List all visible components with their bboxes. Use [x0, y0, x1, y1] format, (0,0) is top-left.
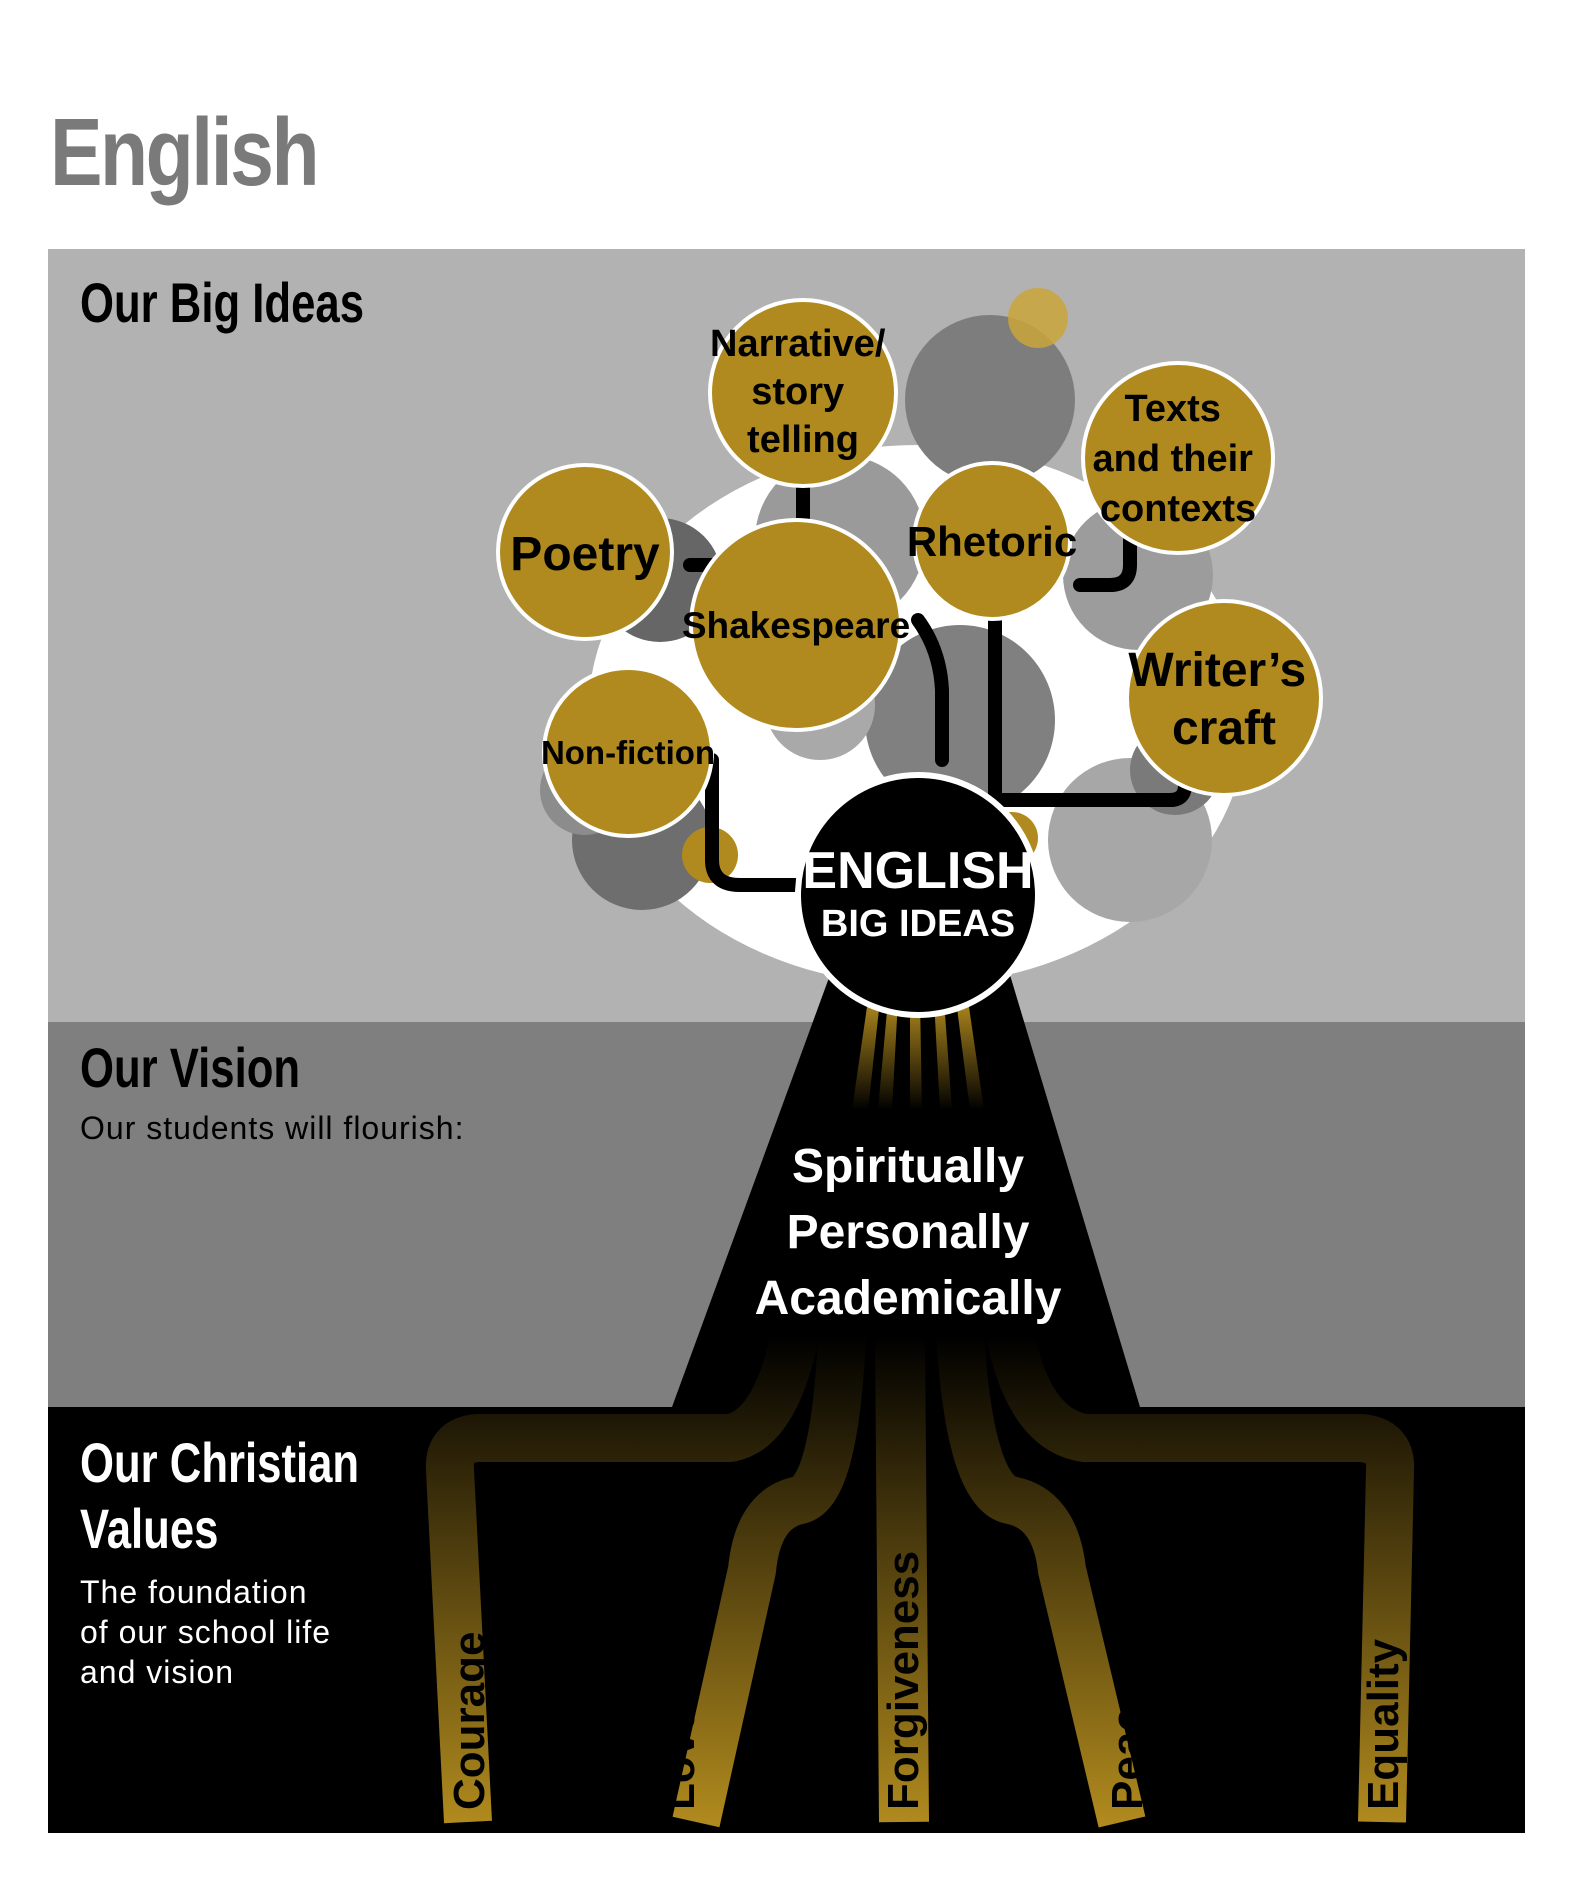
center-circle: [795, 772, 1041, 1018]
idea-label-narrative: Narrative/ story telling: [710, 323, 896, 461]
values-subtitle-line2: of our school life: [80, 1614, 332, 1650]
center-label-line2: BIG IDEAS: [821, 903, 1015, 945]
idea-circle-poetry: [496, 463, 674, 641]
idea-label-shakespeare: Shakespeare: [682, 605, 910, 646]
idea-label-poetry: Poetry: [510, 528, 660, 581]
vision-word-academically: Academically: [755, 1272, 1062, 1325]
big-idea-circles: [496, 298, 1323, 838]
values-subtitle-line1: The foundation: [80, 1574, 308, 1610]
idea-label-texts: Texts and their contexts: [1092, 388, 1263, 530]
value-label-peace: Peace: [1103, 1683, 1152, 1810]
center-label-line1: ENGLISH: [802, 842, 1033, 900]
idea-label-rhetoric: Rhetoric: [907, 518, 1077, 565]
value-label-love: Love: [655, 1707, 704, 1810]
idea-circle-narrative: [708, 298, 898, 488]
values-subtitle-line3: and vision: [80, 1654, 235, 1690]
vision-word-spiritually: Spiritually: [792, 1140, 1024, 1193]
vision-word-personally: Personally: [787, 1206, 1030, 1259]
value-label-courage: Courage: [445, 1632, 494, 1810]
vision-heading: Our Vision: [80, 1036, 301, 1099]
value-label-equality: Equality: [1359, 1638, 1408, 1810]
vision-subtitle: Our students will flourish:: [80, 1110, 465, 1146]
idea-circle-non-fiction: [542, 666, 714, 838]
idea-circle-writers-craft: [1125, 599, 1323, 797]
value-label-forgiveness: Forgiveness: [879, 1551, 928, 1810]
idea-circle-texts: [1081, 361, 1275, 555]
idea-label-non-fiction: Non-fiction: [541, 734, 715, 771]
tree-trunk: [672, 975, 1140, 1407]
values-band: [48, 1407, 1525, 1833]
values-heading-line2: Values: [80, 1497, 219, 1560]
values-heading-line1: Our Christian: [80, 1431, 360, 1494]
trunk-rays: [852, 1000, 984, 1110]
idea-circle-shakespeare: [689, 518, 903, 732]
page-title: English: [50, 99, 320, 206]
idea-circle-rhetoric: [912, 461, 1072, 621]
value-roots: [425, 1329, 1415, 1828]
idea-label-writers-craft: Writer’s craft: [1128, 644, 1319, 755]
big-ideas-heading: Our Big Ideas: [80, 271, 364, 334]
